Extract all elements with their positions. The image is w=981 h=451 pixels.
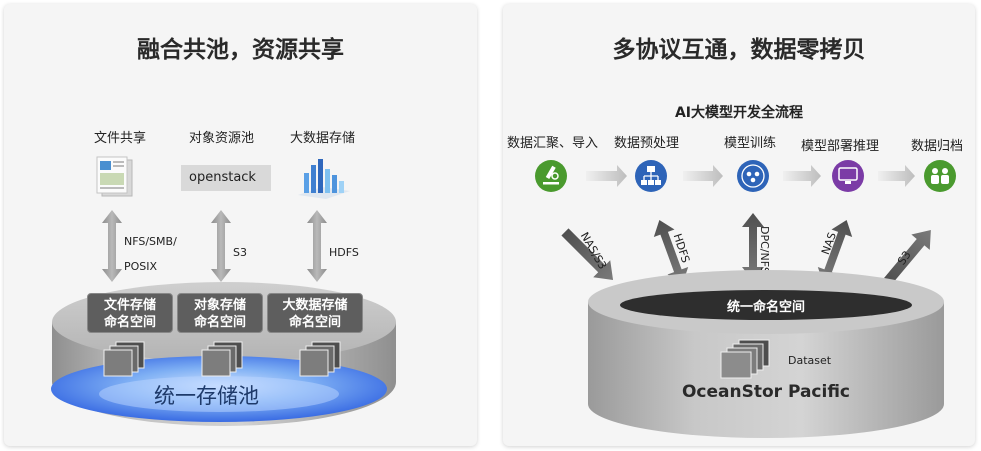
- oceanstor-cylinder: [588, 270, 944, 438]
- dataset-label: Dataset: [788, 354, 832, 367]
- flow-arrow-3: [783, 165, 821, 187]
- file-stack-icon: [299, 341, 341, 377]
- arrow-hdfs: [653, 220, 689, 284]
- dataset-stack-icon: [720, 339, 770, 379]
- openstack-box: openstack: [181, 165, 271, 191]
- protocol-s3: S3: [233, 246, 247, 259]
- flow-title: AI大模型开发全流程: [674, 105, 804, 121]
- flow-arrows: [586, 165, 915, 187]
- unified-namespace-label: 统一命名空间: [726, 300, 805, 315]
- arrow-nas-s3: [561, 228, 614, 281]
- users-icon: [924, 160, 956, 192]
- unified-pool-label: 统一存储池: [154, 384, 259, 408]
- arrow-dpc-nfs: [742, 213, 764, 281]
- namespace-bigdata: 大数据存储 命名空间: [267, 293, 363, 333]
- right-panel-title: 多协议互通，数据零拷贝: [612, 37, 866, 63]
- namespace-object-line2: 命名空间: [193, 315, 246, 330]
- double-arrow-nfs: [102, 210, 122, 282]
- step-label-train: 模型训练: [724, 136, 777, 151]
- step-icons: [535, 160, 956, 192]
- step-label-deploy: 模型部署推理: [801, 139, 880, 154]
- namespace-object: 对象存储 命名空间: [177, 293, 263, 333]
- namespace-bigdata-line1: 大数据存储: [282, 298, 348, 313]
- team-icon: [737, 160, 769, 192]
- step-label-archive: 数据归档: [911, 139, 964, 154]
- protocol-hdfs: HDFS: [329, 246, 359, 259]
- step-label-ingest: 数据汇聚、导入: [507, 136, 599, 151]
- file-stack-icon: [103, 341, 145, 377]
- arrow-nas: [817, 220, 853, 284]
- source-label-object-pool: 对象资源池: [189, 131, 255, 146]
- namespace-file-line2: 命名空间: [103, 315, 156, 330]
- left-panel: 融合共池，资源共享 文件共享 对象资源池 大数据存储 openstack: [4, 4, 477, 446]
- namespace-object-line1: 对象存储: [193, 298, 246, 313]
- double-arrow-s3: [211, 210, 231, 282]
- namespace-file-line1: 文件存储: [103, 298, 156, 313]
- source-label-file-share: 文件共享: [94, 131, 147, 146]
- protocol-posix: POSIX: [124, 260, 158, 273]
- file-stacks: [103, 341, 341, 377]
- right-panel: 多协议互通，数据零拷贝 AI大模型开发全流程 数据汇聚、导入 数据预处理 模型训…: [503, 4, 975, 446]
- namespace-bigdata-line2: 命名空间: [288, 315, 341, 330]
- flow-arrow-4: [878, 165, 915, 187]
- file-stack-icon: [201, 341, 243, 377]
- flow-arrow-1: [586, 165, 627, 187]
- arrow-s3: [883, 229, 931, 286]
- monitor-icon: [832, 160, 864, 192]
- document-icon: [94, 156, 138, 198]
- namespace-file: 文件存储 命名空间: [87, 293, 173, 333]
- step-label-preprocess: 数据预处理: [614, 136, 680, 151]
- source-label-bigdata: 大数据存储: [290, 131, 356, 146]
- bar-chart-3d-icon: [296, 155, 352, 201]
- microscope-icon: [535, 160, 567, 192]
- protocol-nfs-smb: NFS/SMB/: [124, 235, 177, 248]
- protocol-arrows: [561, 213, 931, 286]
- oceanstor-label: OceanStor Pacific: [681, 382, 851, 402]
- left-panel-title: 融合共池，资源共享: [137, 37, 344, 63]
- flow-arrow-2: [683, 165, 723, 187]
- left-arrows: [102, 210, 327, 282]
- double-arrow-hdfs: [307, 210, 327, 282]
- network-icon: [635, 160, 667, 192]
